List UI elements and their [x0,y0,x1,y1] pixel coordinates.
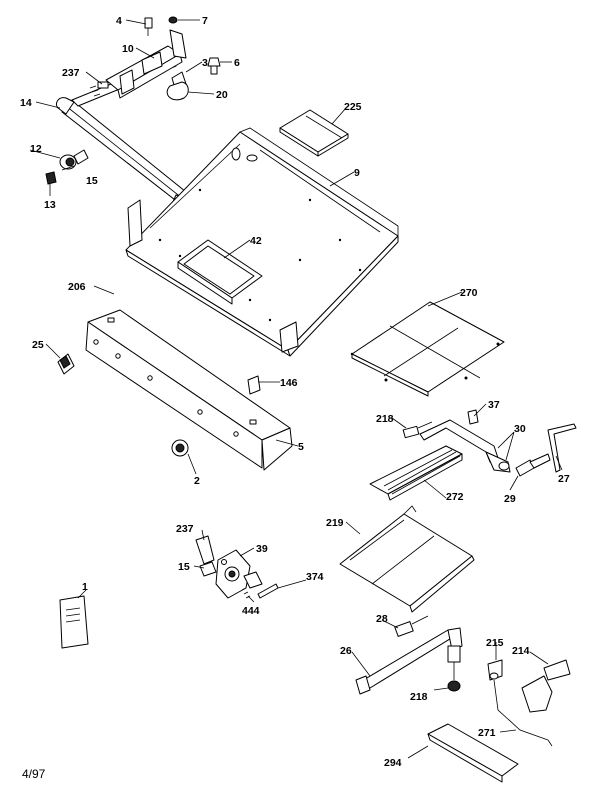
igniter-218-lower [447,645,461,692]
clip-146 [247,375,261,395]
label-225: 225 [344,101,362,113]
oven-bottom-cover-270 [350,301,505,397]
date-code: 4/97 [22,767,46,781]
grommet-2 [171,439,189,457]
screw-4 [144,17,153,36]
orifice-6 [207,57,221,75]
rod-27 [547,423,577,473]
label-219: 219 [326,517,344,529]
shield-294 [427,723,519,783]
bracket-215 [487,659,503,681]
drip-pan-42 [177,239,263,305]
label-7: 7 [202,15,208,27]
label-4: 4 [116,15,122,27]
label-26: 26 [340,645,352,657]
label-20: 20 [216,89,228,101]
burner-valve-bracket [105,29,187,99]
broil-tube-30 [419,419,511,473]
label-6: 6 [234,57,240,69]
label-12: 12 [30,143,42,155]
label-9: 9 [354,167,360,179]
screw-374 [257,583,279,599]
label-2: 2 [194,475,200,487]
label-27: 27 [558,473,570,485]
valve-12 [59,149,89,170]
label-3: 3 [202,57,208,69]
capillary-271 [493,679,553,747]
label-39: 39 [256,543,268,555]
knob-25 [57,353,75,375]
label-237-lower: 237 [176,523,194,535]
label-215: 215 [486,637,504,649]
label-272: 272 [446,491,464,503]
valve-39 [215,549,263,599]
label-28: 28 [376,613,388,625]
manifold-panel-5 [85,309,293,471]
manual-1 [59,595,89,649]
spring-237-top [89,81,109,97]
label-25: 25 [32,339,44,351]
label-5: 5 [298,441,304,453]
broil-burner-272 [369,445,463,501]
igniter-218-upper [402,421,433,439]
thermostat-bulb-214 [521,659,571,713]
label-15-lower: 15 [178,561,190,573]
igniter-28 [394,615,429,637]
part-labels: 4 7 10 3 6 237 20 14 225 12 15 13 9 42 2… [20,15,570,769]
ring-20 [166,81,189,101]
label-146: 146 [280,377,298,389]
plate-225 [279,109,349,157]
leader-lines [29,19,563,759]
label-42: 42 [250,235,262,247]
label-14: 14 [20,97,32,109]
label-444: 444 [242,605,260,617]
label-37: 37 [488,399,500,411]
bracket-37 [467,409,479,425]
label-30: 30 [514,423,526,435]
label-270: 270 [460,287,478,299]
tube-237-lower [195,535,215,565]
label-294: 294 [384,757,402,769]
label-1: 1 [82,581,88,593]
burner-box-9 [125,127,399,357]
label-271: 271 [478,727,496,739]
label-218-upper: 218 [376,413,394,425]
label-13: 13 [44,199,56,211]
nut-13 [45,171,57,185]
label-374: 374 [306,571,324,583]
label-29: 29 [504,493,516,505]
spring-444 [241,587,251,599]
label-218-lower: 218 [410,691,428,703]
label-206: 206 [68,281,86,293]
label-10: 10 [122,43,134,55]
bake-cover-219 [339,505,475,613]
bake-burner-26 [355,627,463,695]
label-214: 214 [512,645,530,657]
washer-7 [168,16,178,24]
orifice-29 [515,453,551,477]
label-237-top: 237 [62,67,80,79]
fitting-15-lower [199,561,217,577]
label-15-top: 15 [86,175,98,187]
